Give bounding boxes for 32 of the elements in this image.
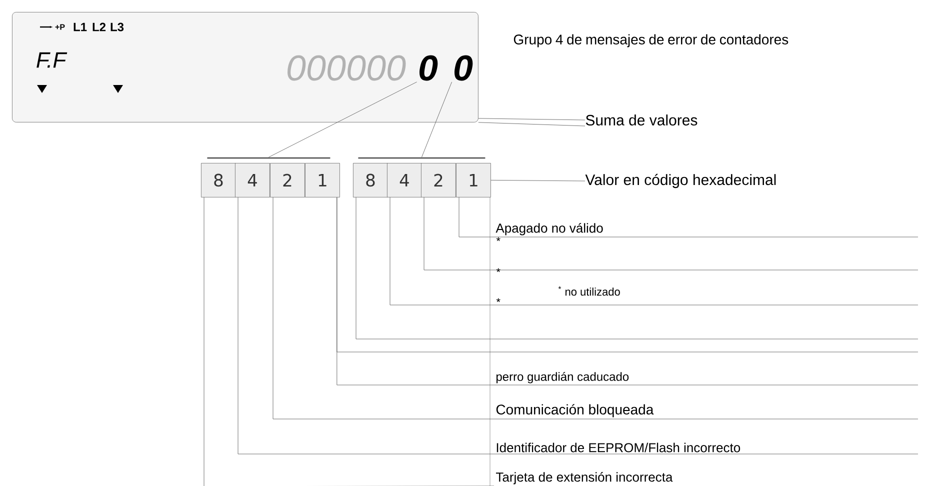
- value-label: Valor en código hexadecimal: [585, 174, 776, 188]
- leader-line: [272, 197, 494, 420]
- leader-line: [204, 197, 494, 486]
- leader-line: [336, 197, 494, 386]
- note-text: $^{*}$ no utilizado: [558, 286, 620, 296]
- description-text: Apagado no válido: [496, 223, 603, 236]
- description-text: Tarjeta de extensión incorrecta: [496, 472, 673, 484]
- bit-cell: 4: [387, 163, 422, 198]
- leader-line: [490, 180, 586, 182]
- leader-line: [478, 122, 586, 126]
- leader-line: [424, 197, 918, 270]
- bit-cell: 1: [456, 163, 491, 198]
- description-text: Identificador de EEPROM/Flash incorrecto: [496, 442, 740, 452]
- value-label: Suma de valores: [586, 114, 698, 126]
- note-text: *: [496, 237, 500, 242]
- leader-line: [238, 197, 494, 454]
- leader-line: [478, 118, 586, 120]
- leader-line: [458, 197, 494, 238]
- description-text: Comunicación bloqueada: [496, 404, 654, 418]
- note-text: *: [496, 268, 500, 272]
- bit-cell: 4: [235, 163, 270, 198]
- lcd-digit: 0: [454, 55, 473, 81]
- leader-line: [390, 197, 918, 306]
- bit-cell: 8: [201, 163, 236, 198]
- description-text: perro guardián caducado: [496, 372, 629, 384]
- bit-cell: 2: [270, 163, 305, 198]
- bit-cell: 1: [305, 163, 340, 198]
- note-text: *: [496, 298, 500, 302]
- lcd-digit: 0: [419, 55, 438, 81]
- bit-cell: 8: [353, 163, 388, 198]
- title-text: Grupo 4 de mensajes de error de contadores: [514, 34, 788, 48]
- bit-cell: 2: [421, 163, 456, 198]
